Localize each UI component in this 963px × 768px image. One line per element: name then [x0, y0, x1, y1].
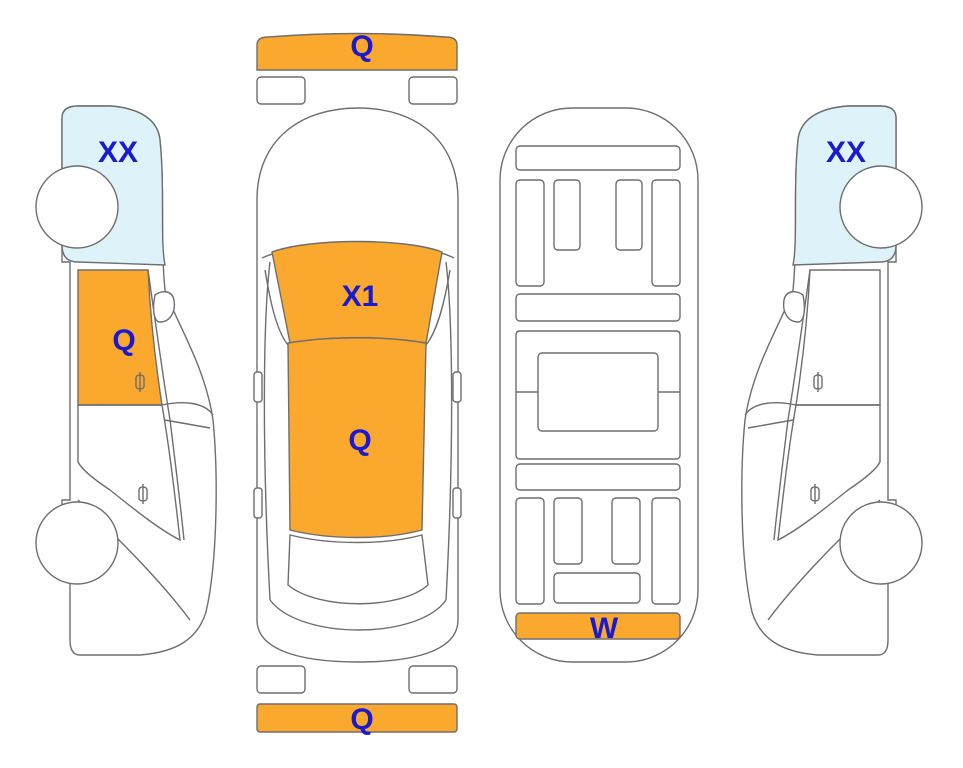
right-rear-handle-icon [813, 372, 823, 392]
underbody-center-panel [537, 352, 659, 432]
trunk-line [269, 599, 447, 631]
right-rear-glass-label: XX [826, 136, 866, 169]
underbody-front-right-rail [651, 179, 681, 287]
right-front-wheel [839, 501, 923, 585]
underbody-cross-member-2 [515, 463, 681, 491]
car-right-side-view [741, 105, 923, 656]
left-front-wheel [35, 501, 119, 585]
underbody-rear-panel-damaged [515, 612, 681, 640]
rear-window [287, 534, 429, 605]
left-mirror-shape [152, 291, 176, 323]
right-mirror-shape [782, 291, 806, 323]
front-left-headlight [256, 76, 306, 105]
car-top-view: X1 Q [253, 107, 462, 663]
left-mirror [253, 371, 263, 403]
rear-bumper-group: Q [256, 665, 458, 736]
underbody-rear-left-rail [515, 497, 545, 605]
left-rear-handle [253, 487, 263, 519]
underbody-cross-member-1 [515, 293, 681, 322]
underbody-front-bar [515, 145, 681, 171]
right-rear-wheel [839, 165, 923, 249]
front-bumper-damaged [256, 32, 458, 71]
front-right-headlight [408, 76, 458, 105]
roof-panel [287, 337, 427, 539]
left-front-handle-icon [138, 484, 148, 504]
underbody-front-left-inner [553, 179, 581, 251]
right-a-pillar [425, 269, 451, 346]
front-bumper-group: Q [256, 30, 458, 105]
right-side-line [445, 261, 453, 601]
rear-right-taillight [408, 665, 458, 694]
right-side-window-line [744, 402, 797, 429]
left-rear-wheel [35, 165, 119, 249]
underbody-rear-right-inner [611, 497, 641, 565]
underbody-rear-left-inner [553, 497, 583, 565]
underbody-rear-panel-label: W [590, 612, 619, 645]
underbody-front-right-inner [615, 179, 643, 251]
left-side-window-line [161, 402, 214, 429]
rear-bumper-damaged [256, 703, 458, 733]
car-left-side-view: XX Q [35, 105, 217, 656]
underbody-rear-bar [553, 572, 641, 604]
roof-front-label: X1 [342, 280, 379, 313]
underbody-rear-right-rail [651, 497, 681, 605]
left-rear-glass-label: XX [98, 136, 138, 169]
right-front-handle-icon [810, 484, 820, 504]
right-front-door [777, 404, 881, 542]
left-side-line [263, 261, 271, 601]
rear-bumper-label: Q [350, 703, 373, 736]
front-bumper-label: Q [350, 30, 373, 63]
left-rear-handle-icon [135, 372, 145, 392]
roof-rear-label: Q [348, 424, 371, 457]
right-rear-handle [452, 487, 462, 519]
left-a-pillar [264, 269, 289, 346]
underbody-front-left-rail [515, 179, 545, 287]
left-rear-door-label: Q [112, 324, 135, 357]
left-front-door [77, 404, 181, 542]
right-mirror [452, 371, 462, 403]
rear-left-taillight [256, 665, 306, 694]
car-underbody-view: W [499, 107, 699, 663]
